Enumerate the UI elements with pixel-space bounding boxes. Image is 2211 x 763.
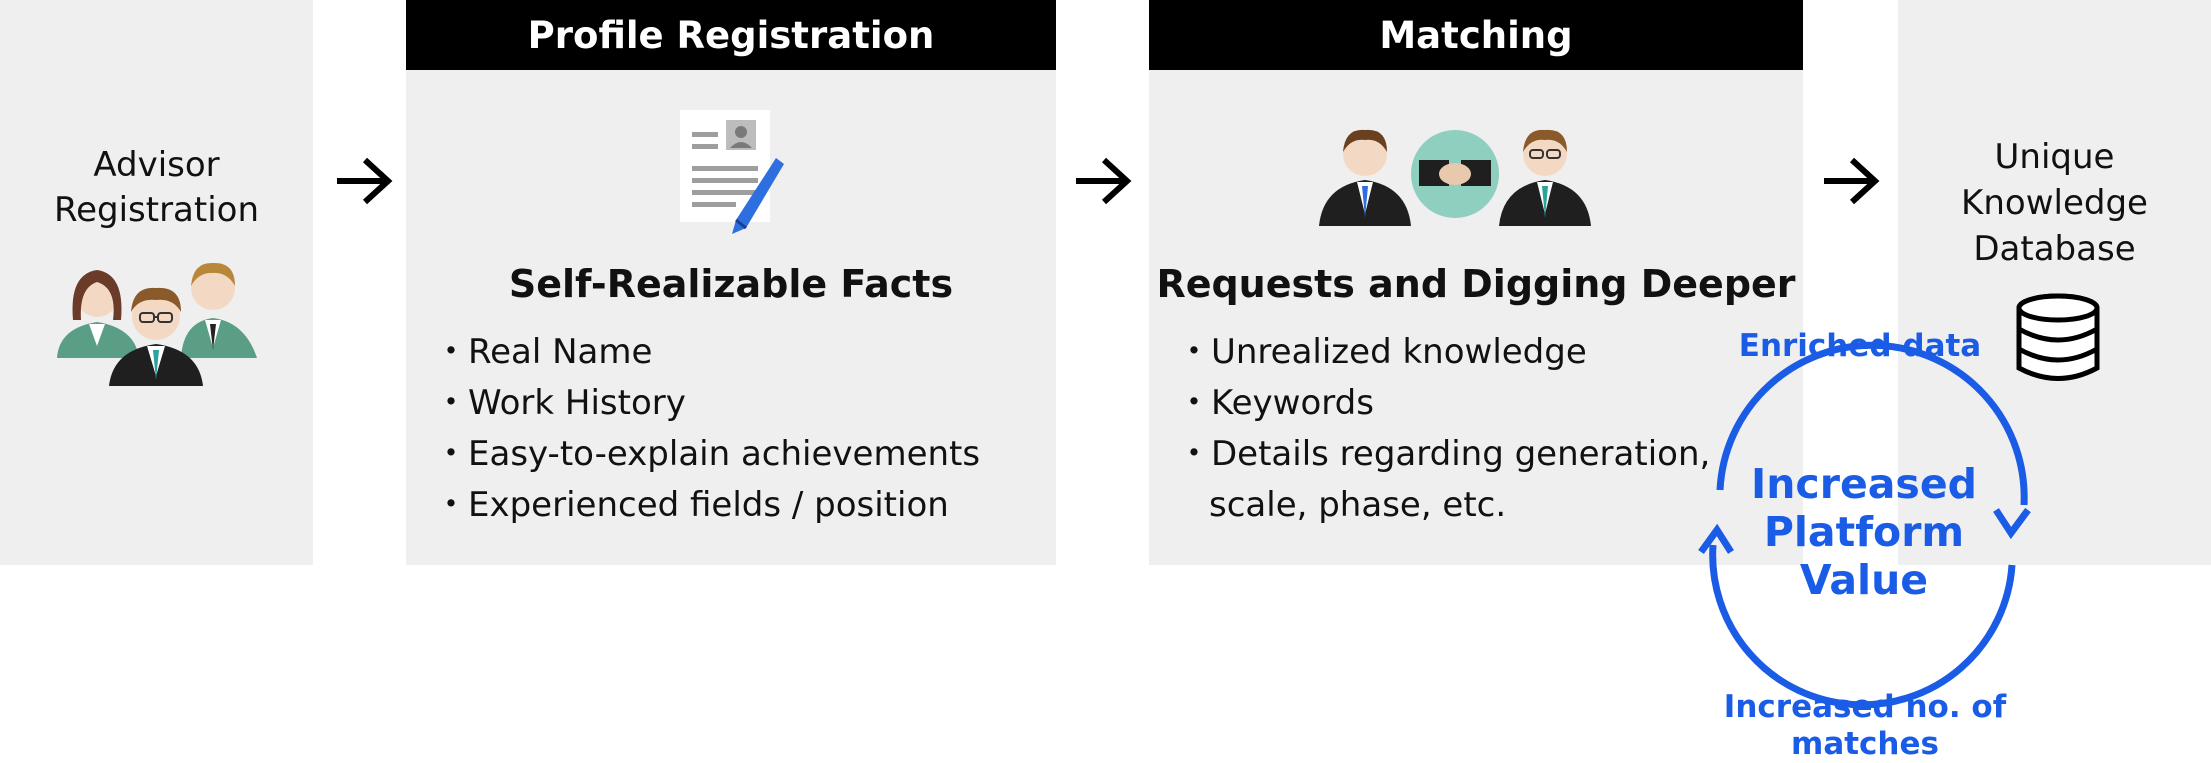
profile-section-title: Self-Realizable Facts [508,262,954,306]
list-item: ・Keywords [1177,383,1374,423]
profile-registration-header: Profile Registration [406,0,1056,70]
matching-section-title: Requests and Digging Deeper [1156,262,1796,306]
resume-document-icon [680,110,784,234]
increased-matches-line2: matches [1791,726,1939,762]
platform-value-line2: Platform [1763,508,1965,556]
list-item: ・Experienced fields / position [434,485,949,525]
matching-header: Matching [1149,0,1803,70]
list-item: ・Easy-to-explain achievements [434,434,981,474]
profile-registration-panel: Profile Registration Self-Realizable Fac… [406,0,1056,565]
flow-arrow-icon [1076,157,1132,205]
list-item: ・Unrealized knowledge [1177,332,1587,372]
increased-matches-line1: Increased no. of [1723,689,2007,725]
platform-value-line3: Value [1799,556,1929,604]
enriched-data-label: Enriched data [1738,328,1982,364]
knowledge-database-panel: Unique Knowledge Database [1898,0,2211,565]
matching-bullet-list: ・Unrealized knowledge ・Keywords ・Details… [1177,327,1710,531]
people-group-icon [57,262,257,386]
flow-arrow-icon [337,157,393,205]
database-label-line1: Unique [1994,137,2115,177]
profile-bullet-list: ・Real Name ・Work History ・Easy-to-explai… [434,327,980,531]
list-item: scale, phase, etc. [1209,485,1507,525]
list-item: ・Work History [434,383,686,423]
database-label-line3: Database [1973,229,2136,269]
list-item: ・Real Name [434,332,653,372]
list-item: ・Details regarding generation, [1177,434,1711,474]
advisor-registration-panel: Advisor Registration [0,0,313,565]
handshake-icon [1319,129,1591,226]
flow-arrow-icon [1824,157,1880,205]
advisor-label-line1: Advisor [93,145,220,185]
advisor-label-line2: Registration [53,190,260,230]
database-label-line2: Knowledge [1961,183,2148,223]
platform-value-line1: Increased [1750,460,1977,508]
matching-panel: Matching Requests and Digging Deeper ・Un… [1149,0,1803,565]
database-icon [2016,293,2100,381]
